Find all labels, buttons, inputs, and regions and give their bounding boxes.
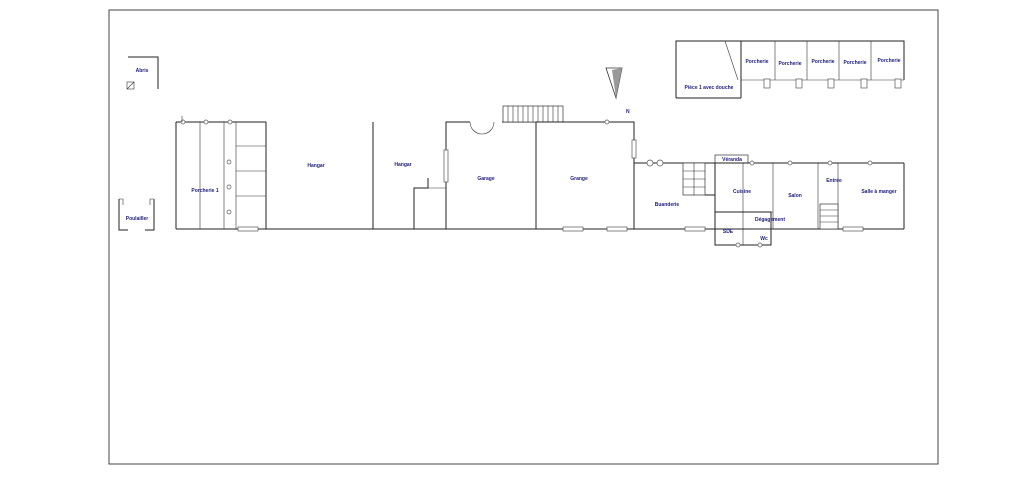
room-label-piece-1: Pièce 1 avec douche — [685, 85, 734, 91]
room-label-garage: Garage — [477, 176, 494, 182]
room-label-buanderie: Buanderie — [655, 202, 680, 208]
porcherie-1-structure — [175, 116, 267, 229]
room-label-sde: SDE — [723, 229, 734, 235]
room-label-poulailler: Poulailler — [126, 216, 149, 222]
house-structure — [633, 154, 905, 248]
grange-structure — [536, 119, 637, 163]
room-label-degagement: Dégagement — [755, 217, 785, 223]
poulailler-structure — [118, 198, 155, 231]
abris-structure — [126, 56, 159, 90]
room-label-grange: Grange — [570, 176, 588, 182]
room-label-porcherie-d: Porcherie — [843, 60, 866, 66]
room-label-veranda: Véranda — [722, 157, 742, 163]
room-label-wc: Wc — [760, 236, 768, 242]
room-label-porcherie-1: Porcherie 1 — [191, 188, 218, 194]
room-label-entree: Entrée — [826, 178, 842, 184]
hangar-2-corner — [413, 178, 446, 229]
room-label-porcherie-e: Porcherie — [877, 58, 900, 64]
room-label-cuisine: Cuisine — [733, 189, 751, 195]
room-label-hangar-1: Hangar — [307, 163, 324, 169]
south-windows — [237, 226, 864, 232]
room-label-hangar-2: Hangar — [394, 162, 411, 168]
room-label-abris: Abris — [136, 68, 149, 74]
north-label: N — [626, 109, 630, 115]
plan-border — [108, 9, 939, 465]
room-label-salle-a-manger: Salle à manger — [861, 189, 896, 195]
room-label-porcherie-c: Porcherie — [811, 59, 834, 65]
porcheries-structure — [675, 40, 905, 99]
exterior-staircase — [502, 105, 564, 123]
north-arrow — [605, 67, 623, 100]
room-label-salon: Salon — [788, 193, 802, 199]
room-label-porcherie-b: Porcherie — [778, 61, 801, 67]
room-label-porcherie-a: Porcherie — [745, 59, 768, 65]
